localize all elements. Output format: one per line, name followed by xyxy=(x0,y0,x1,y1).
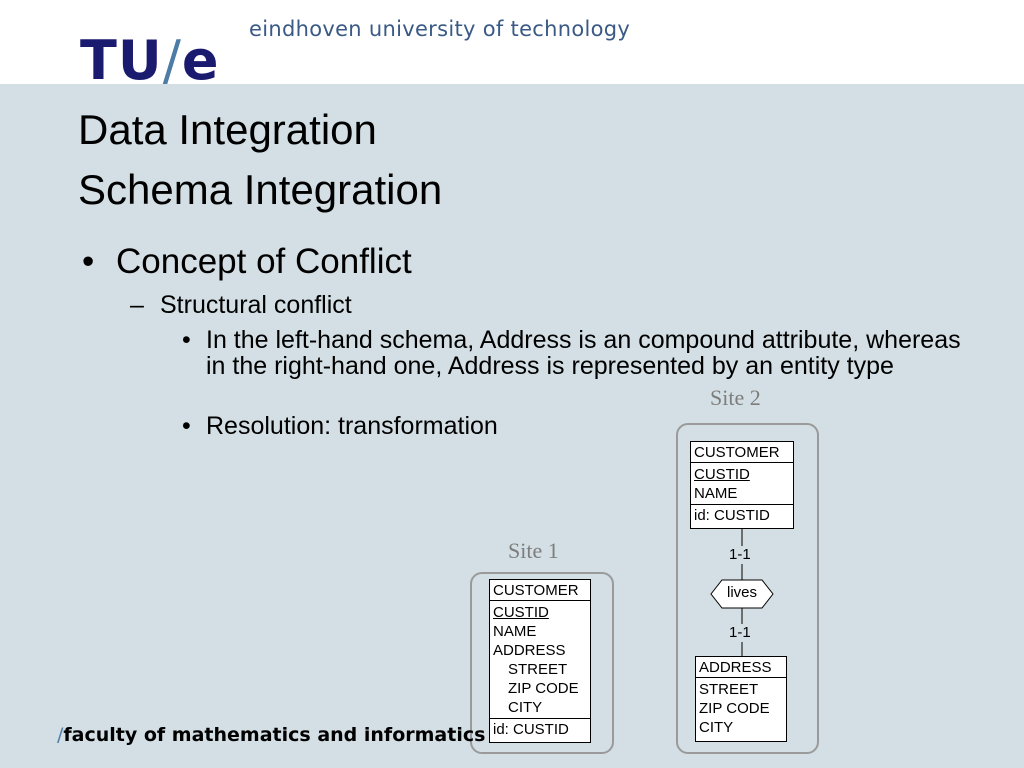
bullet-marker: – xyxy=(130,291,144,319)
entity-attribute: ZIP CODE xyxy=(699,700,770,717)
tue-logo: TU/e xyxy=(80,30,220,92)
entity-attributes: STREET ZIP CODE CITY xyxy=(696,678,786,738)
entity-sub-attribute: CITY xyxy=(508,699,543,716)
entity-name: CUSTOMER xyxy=(691,442,793,463)
logo-e: e xyxy=(181,29,220,92)
entity-attribute: CUSTID xyxy=(694,466,750,483)
site2-customer-entity: CUSTOMER CUSTID NAME id: CUSTID xyxy=(690,441,794,529)
entity-attributes: CUSTID NAME xyxy=(691,463,793,504)
footer-slash: / xyxy=(57,724,64,746)
header-bar: TU/e eindhoven university of technology xyxy=(0,0,1024,92)
entity-name: ADDRESS xyxy=(696,657,786,678)
entity-sub-attribute: STREET xyxy=(508,661,568,678)
bullet-marker: • xyxy=(182,412,191,440)
site2-label: Site 2 xyxy=(710,385,761,410)
logo-tu: TU xyxy=(80,29,163,92)
entity-identifier: id: CUSTID xyxy=(691,504,793,525)
bullet-text: Structural conflict xyxy=(160,291,352,319)
entity-name: CUSTOMER xyxy=(490,580,590,601)
entity-attributes: CUSTID NAME ADDRESS STREET ZIP CODE CITY xyxy=(490,601,590,718)
entity-attribute: NAME xyxy=(493,623,537,640)
cardinality-top: 1-1 xyxy=(728,546,752,564)
relationship-name: lives xyxy=(726,584,757,601)
bullet-text: In the left-hand schema, Address is an c… xyxy=(206,326,961,380)
bullet-level3: • Resolution: transformation xyxy=(182,413,682,439)
bullet-level1: • Concept of Conflict xyxy=(82,241,412,283)
entity-attribute: NAME xyxy=(694,485,738,502)
slide-title-line-1: Data Integration xyxy=(78,106,377,153)
bullet-marker: • xyxy=(82,242,95,281)
entity-attribute: CITY xyxy=(699,719,734,736)
site2-address-entity: ADDRESS STREET ZIP CODE CITY xyxy=(695,656,787,742)
footer-faculty: /faculty of mathematics and informatics xyxy=(57,722,485,748)
site1-label: Site 1 xyxy=(508,538,559,563)
bullet-text: Resolution: transformation xyxy=(206,412,498,440)
entity-attribute: STREET xyxy=(699,681,759,698)
entity-identifier: id: CUSTID xyxy=(490,718,590,739)
cardinality-bottom: 1-1 xyxy=(728,624,752,642)
university-name: eindhoven university of technology xyxy=(249,17,631,41)
footer-text: faculty of mathematics and informatics xyxy=(63,724,486,746)
entity-attribute: CUSTID xyxy=(493,604,549,621)
bullet-level2: –Structural conflict xyxy=(130,290,352,320)
slide-title-line-2: Schema Integration xyxy=(78,166,443,213)
bullet-marker: • xyxy=(182,326,191,354)
bullet-text: Concept of Conflict xyxy=(116,242,412,281)
entity-attribute: ADDRESS xyxy=(493,642,566,659)
relationship-connector xyxy=(710,528,774,656)
entity-sub-attribute: ZIP CODE xyxy=(508,680,579,697)
logo-slash: / xyxy=(162,29,182,92)
relationship-hexagon xyxy=(710,579,774,609)
site1-customer-entity: CUSTOMER CUSTID NAME ADDRESS STREET ZIP … xyxy=(489,579,591,743)
bullet-level3: • In the left-hand schema, Address is an … xyxy=(182,327,972,379)
